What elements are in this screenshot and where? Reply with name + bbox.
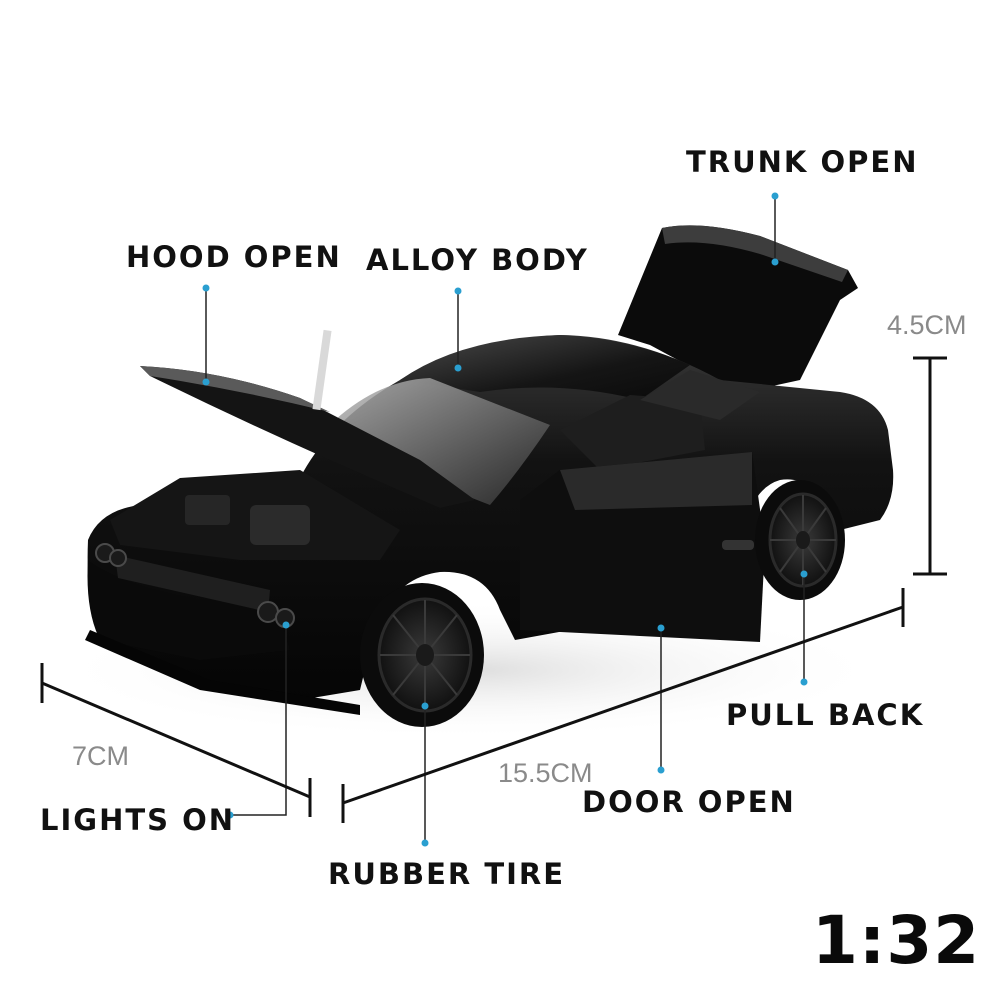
label-lights-on: LIGHTS ON <box>40 803 236 837</box>
trunk-lid-highlight <box>662 225 848 282</box>
left-headlight-inner <box>109 549 127 567</box>
front-grille <box>115 555 270 612</box>
right-headlight <box>257 601 279 623</box>
front-wheel <box>360 583 484 727</box>
hood-strut <box>312 329 332 411</box>
hood-lid-highlight <box>140 366 330 412</box>
label-hood-open: HOOD OPEN <box>126 240 342 274</box>
dimension-lines <box>40 356 947 823</box>
engine-cover <box>185 495 230 525</box>
leader-dots <box>202 192 808 847</box>
rear-window <box>640 370 760 420</box>
dimension-height: 4.5CM <box>887 310 967 340</box>
label-alloy-body: ALLOY BODY <box>366 243 589 277</box>
front-splitter <box>85 630 360 715</box>
windshield <box>335 378 550 505</box>
dimension-length: 15.5CM <box>498 758 593 788</box>
dimension-width: 7CM <box>72 741 130 771</box>
label-door-open: DOOR OPEN <box>582 785 796 819</box>
hood-lid <box>140 366 475 508</box>
engine-block <box>250 505 310 545</box>
front-bumper <box>87 560 290 660</box>
car-roof <box>400 335 690 400</box>
door-handle <box>722 540 754 550</box>
trunk-lid <box>618 225 858 392</box>
rear-wheel <box>755 480 845 600</box>
scale-ratio: 1:32 <box>812 902 981 979</box>
side-window <box>560 395 705 470</box>
door-window-frame <box>560 452 752 510</box>
label-pull-back: PULL BACK <box>726 698 925 732</box>
label-trunk-open: TRUNK OPEN <box>686 145 919 179</box>
label-rubber-tire: RUBBER TIRE <box>328 857 566 891</box>
